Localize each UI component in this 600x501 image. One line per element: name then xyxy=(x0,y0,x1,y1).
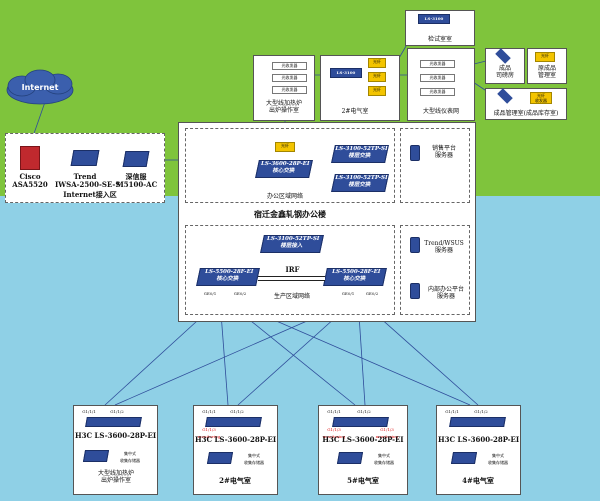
elec2-switch: LS-3100 xyxy=(330,68,362,78)
room1-port-a: G1/1/1 xyxy=(82,409,96,414)
ac-label-1: 深信服 xyxy=(125,172,147,181)
finished-warehouse-label: 成品 司磅房 xyxy=(495,65,514,79)
sales-server-label: 销售平台 服务器 xyxy=(431,145,456,159)
room3-port-a: G1/1/1 xyxy=(327,409,341,414)
room3-red-note-right: G1/1/3 monitoring xyxy=(375,427,399,439)
large-bar-device-1: 光收发器 xyxy=(420,60,455,68)
room4-nvr-icon xyxy=(450,452,478,464)
prod-core-right: LS-5500-28F-EI 核心交换 xyxy=(323,268,387,286)
room4-model: H3C LS-3600-28P-EI xyxy=(438,435,520,444)
room3-nvr-icon xyxy=(336,452,364,464)
server-zone-2 xyxy=(400,225,470,315)
room2-port-b: G1/1/2 xyxy=(230,409,244,414)
port-left-1: GE0/1 xyxy=(203,291,217,296)
irf-link xyxy=(258,276,325,281)
trend-label-1: Trend xyxy=(73,172,97,181)
furnace-room-device-1: 光收发器 xyxy=(272,62,307,70)
room3-model: H3C LS-3600-28P-EI xyxy=(322,435,404,444)
elec2-room-box xyxy=(320,55,400,121)
sales-server-icon xyxy=(410,145,420,161)
room2-name: 2#电气室 xyxy=(219,476,251,485)
prod-core-left: LS-5500-28F-EI 核心交换 xyxy=(196,268,260,286)
room4-name: 4#电气室 xyxy=(462,476,494,485)
room2-nvr-label: 集中式 收集存储器 xyxy=(244,453,264,465)
office-core-switch: LS-3600-28P-EI 核心交换 xyxy=(255,160,313,178)
firewall-label-1: Cisco xyxy=(19,172,41,181)
room2-red-note: G1/1/3 monitoring xyxy=(197,427,221,439)
room4-nvr-label: 集中式 收集存储器 xyxy=(488,453,508,465)
room3-name: 5#电气室 xyxy=(347,476,379,485)
furnace-room-device-3: 光收发器 xyxy=(272,86,307,94)
large-bar-device-3: 光收发器 xyxy=(420,88,455,96)
edge-zone-label: Internet接入区 xyxy=(63,190,117,199)
finished-manage-label: 成品管理室(成品库存室) xyxy=(493,110,559,117)
internal-server-label: 内部办公平台 服务器 xyxy=(427,286,464,300)
raw-warehouse-tag: 光纤 xyxy=(535,52,555,62)
server-zone-1 xyxy=(400,128,470,203)
large-bar-room-label: 大型线仪表网 xyxy=(422,108,459,115)
room1-port-b: G1/1/2 xyxy=(110,409,124,414)
office-floor-switch-1: LS-3100-52TP-SI 楼层交换 xyxy=(331,145,389,163)
ac-appliance-icon xyxy=(122,151,150,167)
room2-model: H3C LS-3600-28P-EI xyxy=(195,435,277,444)
trend-server-icon xyxy=(410,237,420,253)
port-right-1: GE0/1 xyxy=(341,291,355,296)
internet-label: Internet xyxy=(21,83,59,92)
ac-label-2: M5100-AC xyxy=(116,180,158,189)
office-building-box xyxy=(178,122,476,322)
test-room-switch: LS-3100 xyxy=(418,14,450,24)
room1-nvr-icon xyxy=(82,450,110,462)
finished-manage-tag: 光纤 收发器 xyxy=(530,92,552,104)
room1-switch xyxy=(85,417,142,427)
room4-port-a: G1/1/1 xyxy=(445,409,459,414)
elec2-tag-1: 光纤 xyxy=(368,58,386,68)
room3-red-note-left: G1/1/3 monitoring xyxy=(322,427,346,439)
port-left-2: GE0/2 xyxy=(233,291,247,296)
building-title: 宿迁金鑫轧钢办公楼 xyxy=(254,209,326,219)
room4-port-b: G1/1/2 xyxy=(474,409,488,414)
prod-zone-label: 生产区域网络 xyxy=(273,293,310,300)
elec2-tag-3: 光纤 xyxy=(368,86,386,96)
furnace-room-label: 大型线加热炉 出炉操作室 xyxy=(265,100,302,114)
room2-nvr-icon xyxy=(206,452,234,464)
firewall-label-2: ASA5520 xyxy=(12,180,48,189)
room2-port-a: G1/1/1 xyxy=(202,409,216,414)
prod-floor-switch: LS-3100-52TP-SI 楼层接入 xyxy=(260,235,324,253)
room3-port-b: G1/1/2 xyxy=(357,409,371,414)
room1-model: H3C LS-3600-28P-EI xyxy=(75,431,157,440)
large-bar-device-2: 光收发器 xyxy=(420,74,455,82)
room1-nvr-label: 集中式 收集存储器 xyxy=(120,451,140,463)
elec2-tag-2: 光纤 xyxy=(368,72,386,82)
trend-label-2: IWSA-2500-SE-S xyxy=(55,180,121,189)
office-zone-label: 办公区域网络 xyxy=(266,193,303,200)
furnace-room-device-2: 光收发器 xyxy=(272,74,307,82)
trend-server-label: Trend/WSUS 服务器 xyxy=(424,240,464,254)
prod-net-zone xyxy=(185,225,395,315)
room3-nvr-label: 集中式 收集存储器 xyxy=(374,453,394,465)
office-net-zone xyxy=(185,128,395,203)
elec2-room-label: 2#电气室 xyxy=(341,108,369,115)
room1-name: 大型线加热炉 出炉操作室 xyxy=(97,470,134,484)
room4-switch xyxy=(449,417,506,427)
irf-label: IRF xyxy=(285,265,300,274)
trend-appliance-icon xyxy=(70,150,100,166)
firewall-icon xyxy=(20,146,40,170)
raw-warehouse-label: 原成品 管理室 xyxy=(537,65,556,79)
port-right-2: GE0/2 xyxy=(365,291,379,296)
office-core-tag: 光纤 xyxy=(275,142,295,152)
office-floor-switch-2: LS-3100-52TP-SI 楼层交换 xyxy=(331,174,389,192)
test-room-label: 检试室室 xyxy=(427,36,452,43)
internal-server-icon xyxy=(410,283,420,299)
